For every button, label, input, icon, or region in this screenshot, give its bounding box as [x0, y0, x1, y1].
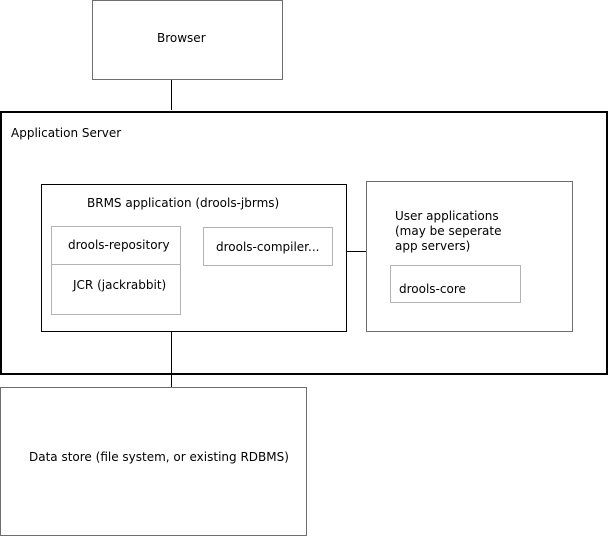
application-server-label: Application Server — [11, 126, 122, 140]
drools-compiler-label: drools-compiler... — [216, 240, 320, 254]
browser-label: Browser — [157, 31, 206, 45]
browser-to-server-connector — [171, 80, 172, 110]
brms-application-label: BRMS application (drools-jbrms) — [87, 196, 280, 210]
jcr-label: JCR (jackrabbit) — [73, 278, 167, 292]
drools-repository-box: drools-repository JCR (jackrabbit) — [51, 226, 181, 315]
brms-application-box: BRMS application (drools-jbrms) drools-r… — [41, 184, 347, 332]
application-server-box: Application Server — [0, 111, 608, 375]
drools-core-box: drools-core — [390, 265, 521, 303]
jcr-to-datastore-connector — [171, 314, 172, 388]
user-applications-box: User applications (may be seperate app s… — [366, 181, 573, 332]
brms-to-user-apps-connector — [346, 251, 367, 252]
drools-repository-label: drools-repository — [68, 238, 170, 252]
data-store-box: Data store (file system, or existing RDB… — [0, 387, 307, 536]
user-applications-label: User applications (may be seperate app s… — [395, 209, 502, 253]
browser-box: Browser — [92, 0, 283, 80]
drools-compiler-box: drools-compiler... — [203, 227, 333, 266]
repository-divider — [52, 264, 180, 265]
drools-core-label: drools-core — [399, 282, 466, 296]
data-store-label: Data store (file system, or existing RDB… — [29, 450, 289, 464]
